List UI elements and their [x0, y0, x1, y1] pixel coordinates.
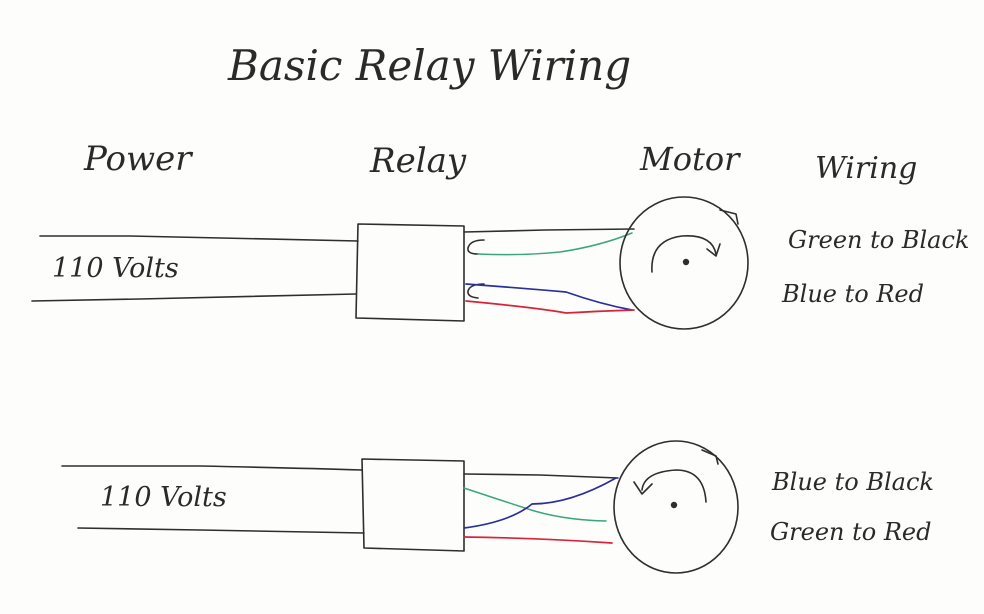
- header-relay: Relay: [369, 141, 467, 181]
- diagram-title: Basic Relay Wiring: [227, 41, 631, 90]
- green-wire-top: [477, 232, 633, 256]
- red-wire-bottom: [463, 536, 613, 544]
- blue-wire-top: [465, 283, 633, 311]
- motor-shaft-top: [682, 258, 690, 266]
- motor-bottom-mark: [701, 449, 719, 465]
- wiring-note-top-1: Green to Black: [788, 226, 969, 254]
- header-power: Power: [83, 139, 193, 179]
- wiring-note-bottom-2: Green to Red: [770, 518, 932, 546]
- rotation-arrow-counterclockwise-icon: [641, 469, 707, 503]
- power-line-top-lower: [31, 293, 357, 302]
- rotation-arrowhead-bottom: [633, 481, 653, 495]
- header-wiring: Wiring: [815, 151, 917, 186]
- circuit-bottom: 110 Volts Blue to Black Green to Red: [61, 440, 934, 574]
- rotation-arrowhead-top: [706, 243, 721, 257]
- relay-terminal-top-2: [467, 283, 485, 299]
- voltage-label-top: 110 Volts: [52, 253, 179, 284]
- relay-box-bottom: [361, 458, 465, 552]
- motor-bottom: [613, 440, 739, 574]
- voltage-label-bottom: 110 Volts: [100, 482, 227, 513]
- rotation-arrow-clockwise-icon: [651, 235, 717, 273]
- relay-output-line-bottom: [463, 473, 619, 479]
- circuit-top: 110 Volts Green to Black Blue to Red: [31, 196, 969, 330]
- motor-shaft-bottom: [670, 501, 678, 509]
- power-line-bottom-upper: [61, 465, 363, 471]
- blue-wire-bottom: [463, 477, 617, 529]
- power-line-bottom-lower: [77, 527, 365, 534]
- relay-box-top: [355, 223, 465, 322]
- motor-top-mark: [719, 209, 739, 225]
- power-line-top-upper: [39, 235, 359, 242]
- relay-output-line-top: [463, 228, 635, 233]
- wiring-note-top-2: Blue to Red: [781, 280, 924, 308]
- header-motor: Motor: [639, 140, 741, 178]
- motor-top: [619, 196, 749, 330]
- relay-terminal-top-1: [467, 239, 485, 255]
- red-wire-top: [465, 300, 635, 314]
- wiring-note-bottom-1: Blue to Black: [771, 468, 934, 496]
